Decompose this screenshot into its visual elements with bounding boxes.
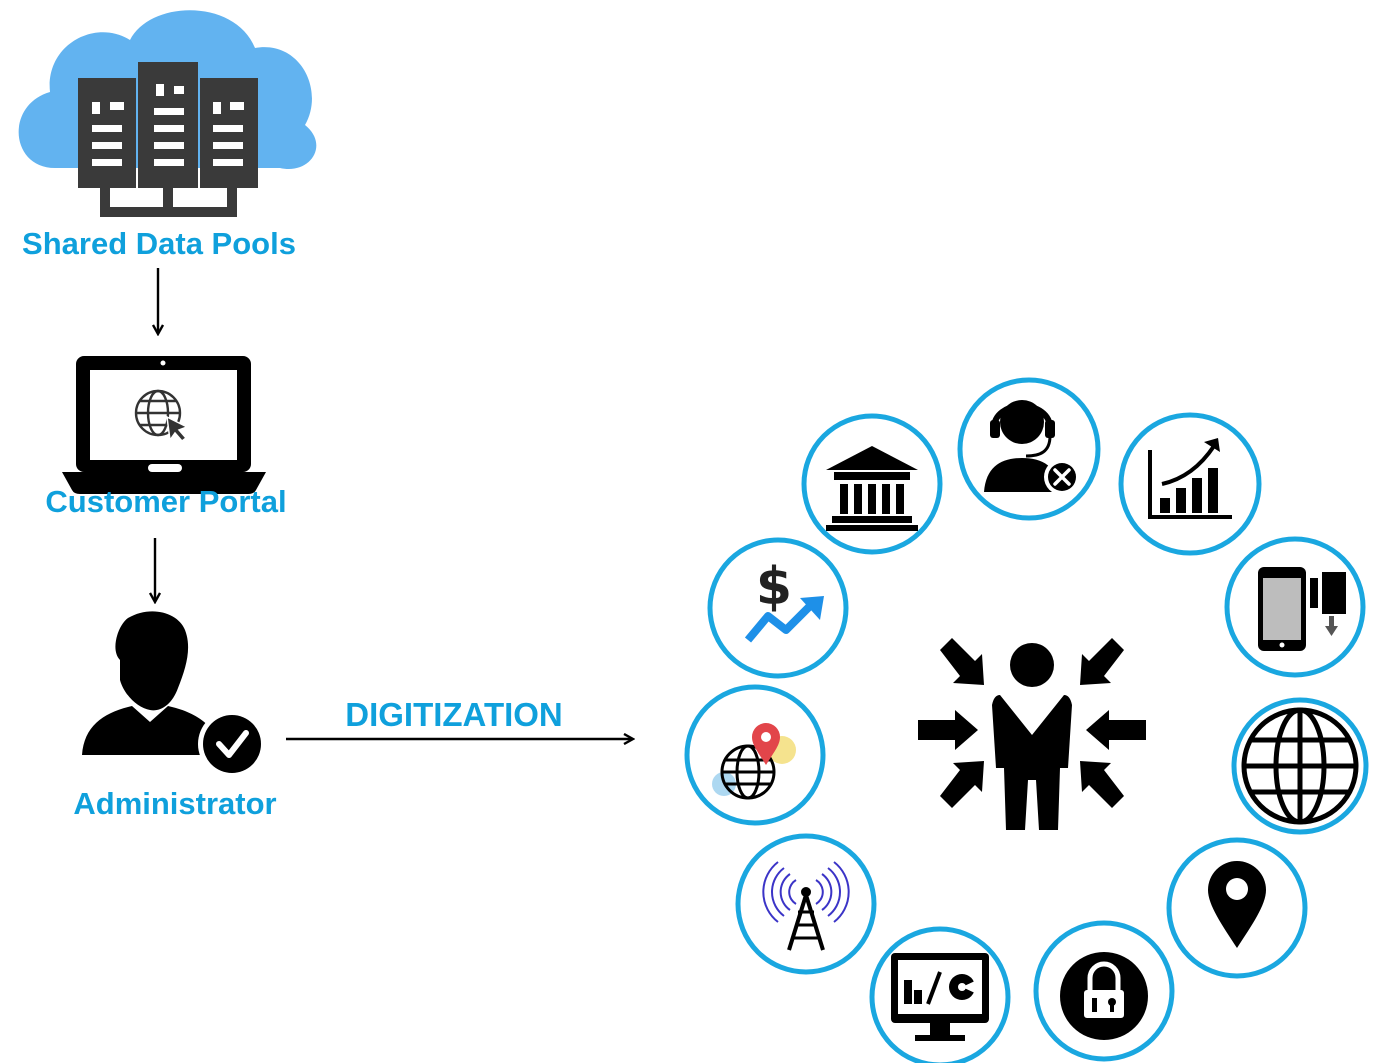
service-ring-tower — [735, 833, 877, 975]
svg-text:$: $ — [756, 557, 792, 617]
mobile-transfer-icon — [1258, 567, 1346, 651]
customer-support-icon — [984, 400, 1080, 495]
shared-data-pools-label: Shared Data Pools — [22, 226, 296, 261]
growth-chart-icon — [1148, 438, 1232, 519]
monitor-analytics-icon — [891, 953, 989, 1041]
map-pin-icon — [1208, 861, 1266, 948]
cloud-server-icon — [18, 10, 317, 217]
padlock-icon — [1060, 952, 1148, 1040]
service-ring-growth-chart — [1118, 412, 1262, 556]
globe-icon — [1241, 707, 1359, 825]
administrator-icon — [82, 611, 266, 778]
administrator-label: Administrator — [73, 786, 277, 821]
laptop-globe-icon — [62, 356, 266, 494]
service-ring-support — [957, 377, 1101, 521]
digitization-label: DIGITIZATION — [345, 696, 563, 733]
globe-location-icon — [712, 723, 796, 800]
bank-icon — [826, 446, 918, 531]
service-ring-dollar — [707, 537, 849, 679]
dollar-growth-icon: $ — [744, 557, 824, 643]
customer-portal-label: Customer Portal — [45, 484, 287, 519]
person-focus-icon — [918, 638, 1146, 830]
radio-tower-icon — [762, 861, 850, 951]
